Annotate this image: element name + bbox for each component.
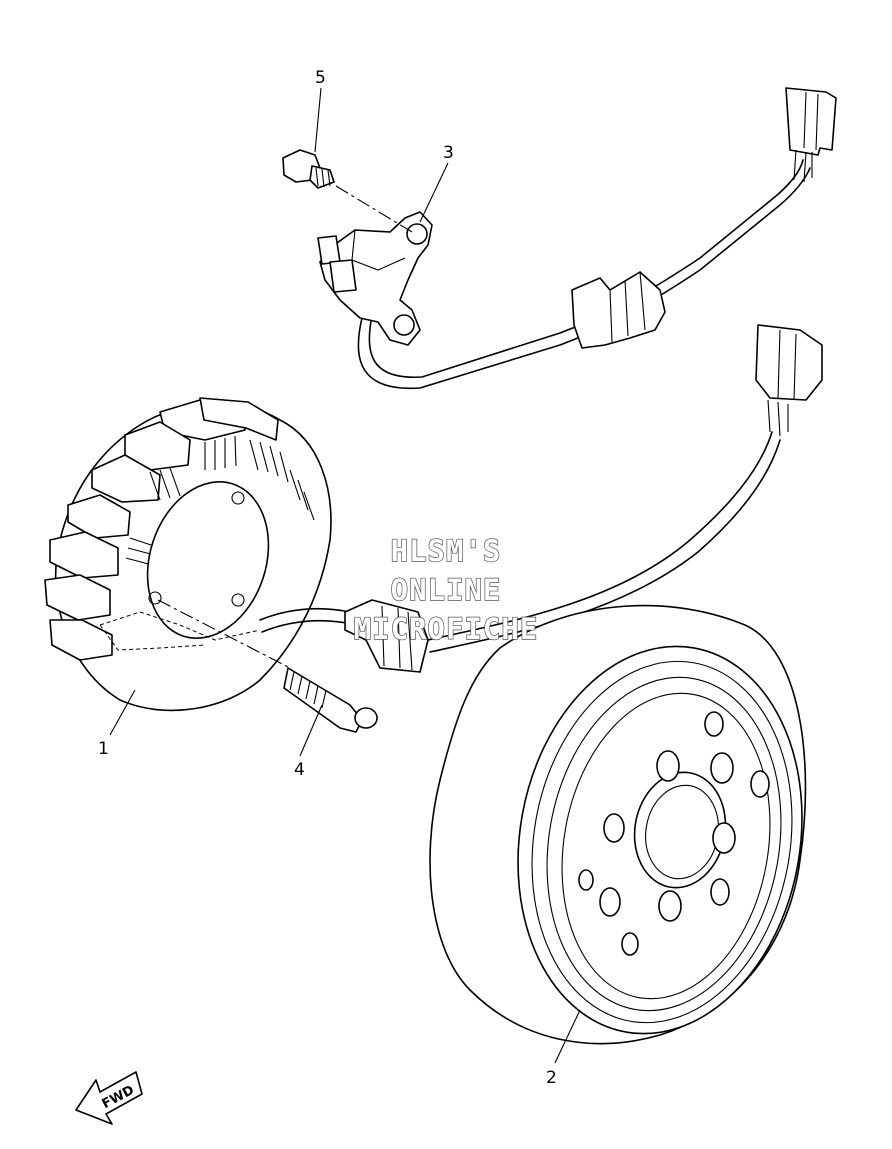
callout-4: 4: [294, 760, 305, 780]
pickup-screw: [282, 149, 335, 189]
pickup-coil: [317, 87, 837, 390]
watermark-line-3: MICROFICHE: [354, 612, 539, 646]
rotor-harness: [427, 324, 823, 653]
watermark-line-1: HLSM'S: [391, 534, 502, 568]
callout-2: 2: [546, 1068, 557, 1088]
stator-connector: [344, 599, 429, 673]
watermark-line-2: ONLINE: [391, 573, 502, 607]
fwd-arrow-icon: FWD: [75, 1071, 143, 1125]
stator-bolt: [283, 667, 378, 733]
callout-3: 3: [443, 143, 454, 163]
callout-5: 5: [315, 68, 326, 88]
rotor-flywheel: [429, 604, 807, 1045]
callout-leaders: [109, 87, 581, 1064]
watermark: HLSM'S ONLINE MICROFICHE: [353, 533, 539, 646]
callout-1: 1: [98, 739, 109, 759]
screw-center-line: [335, 185, 413, 233]
stator-assembly: [44, 397, 353, 712]
